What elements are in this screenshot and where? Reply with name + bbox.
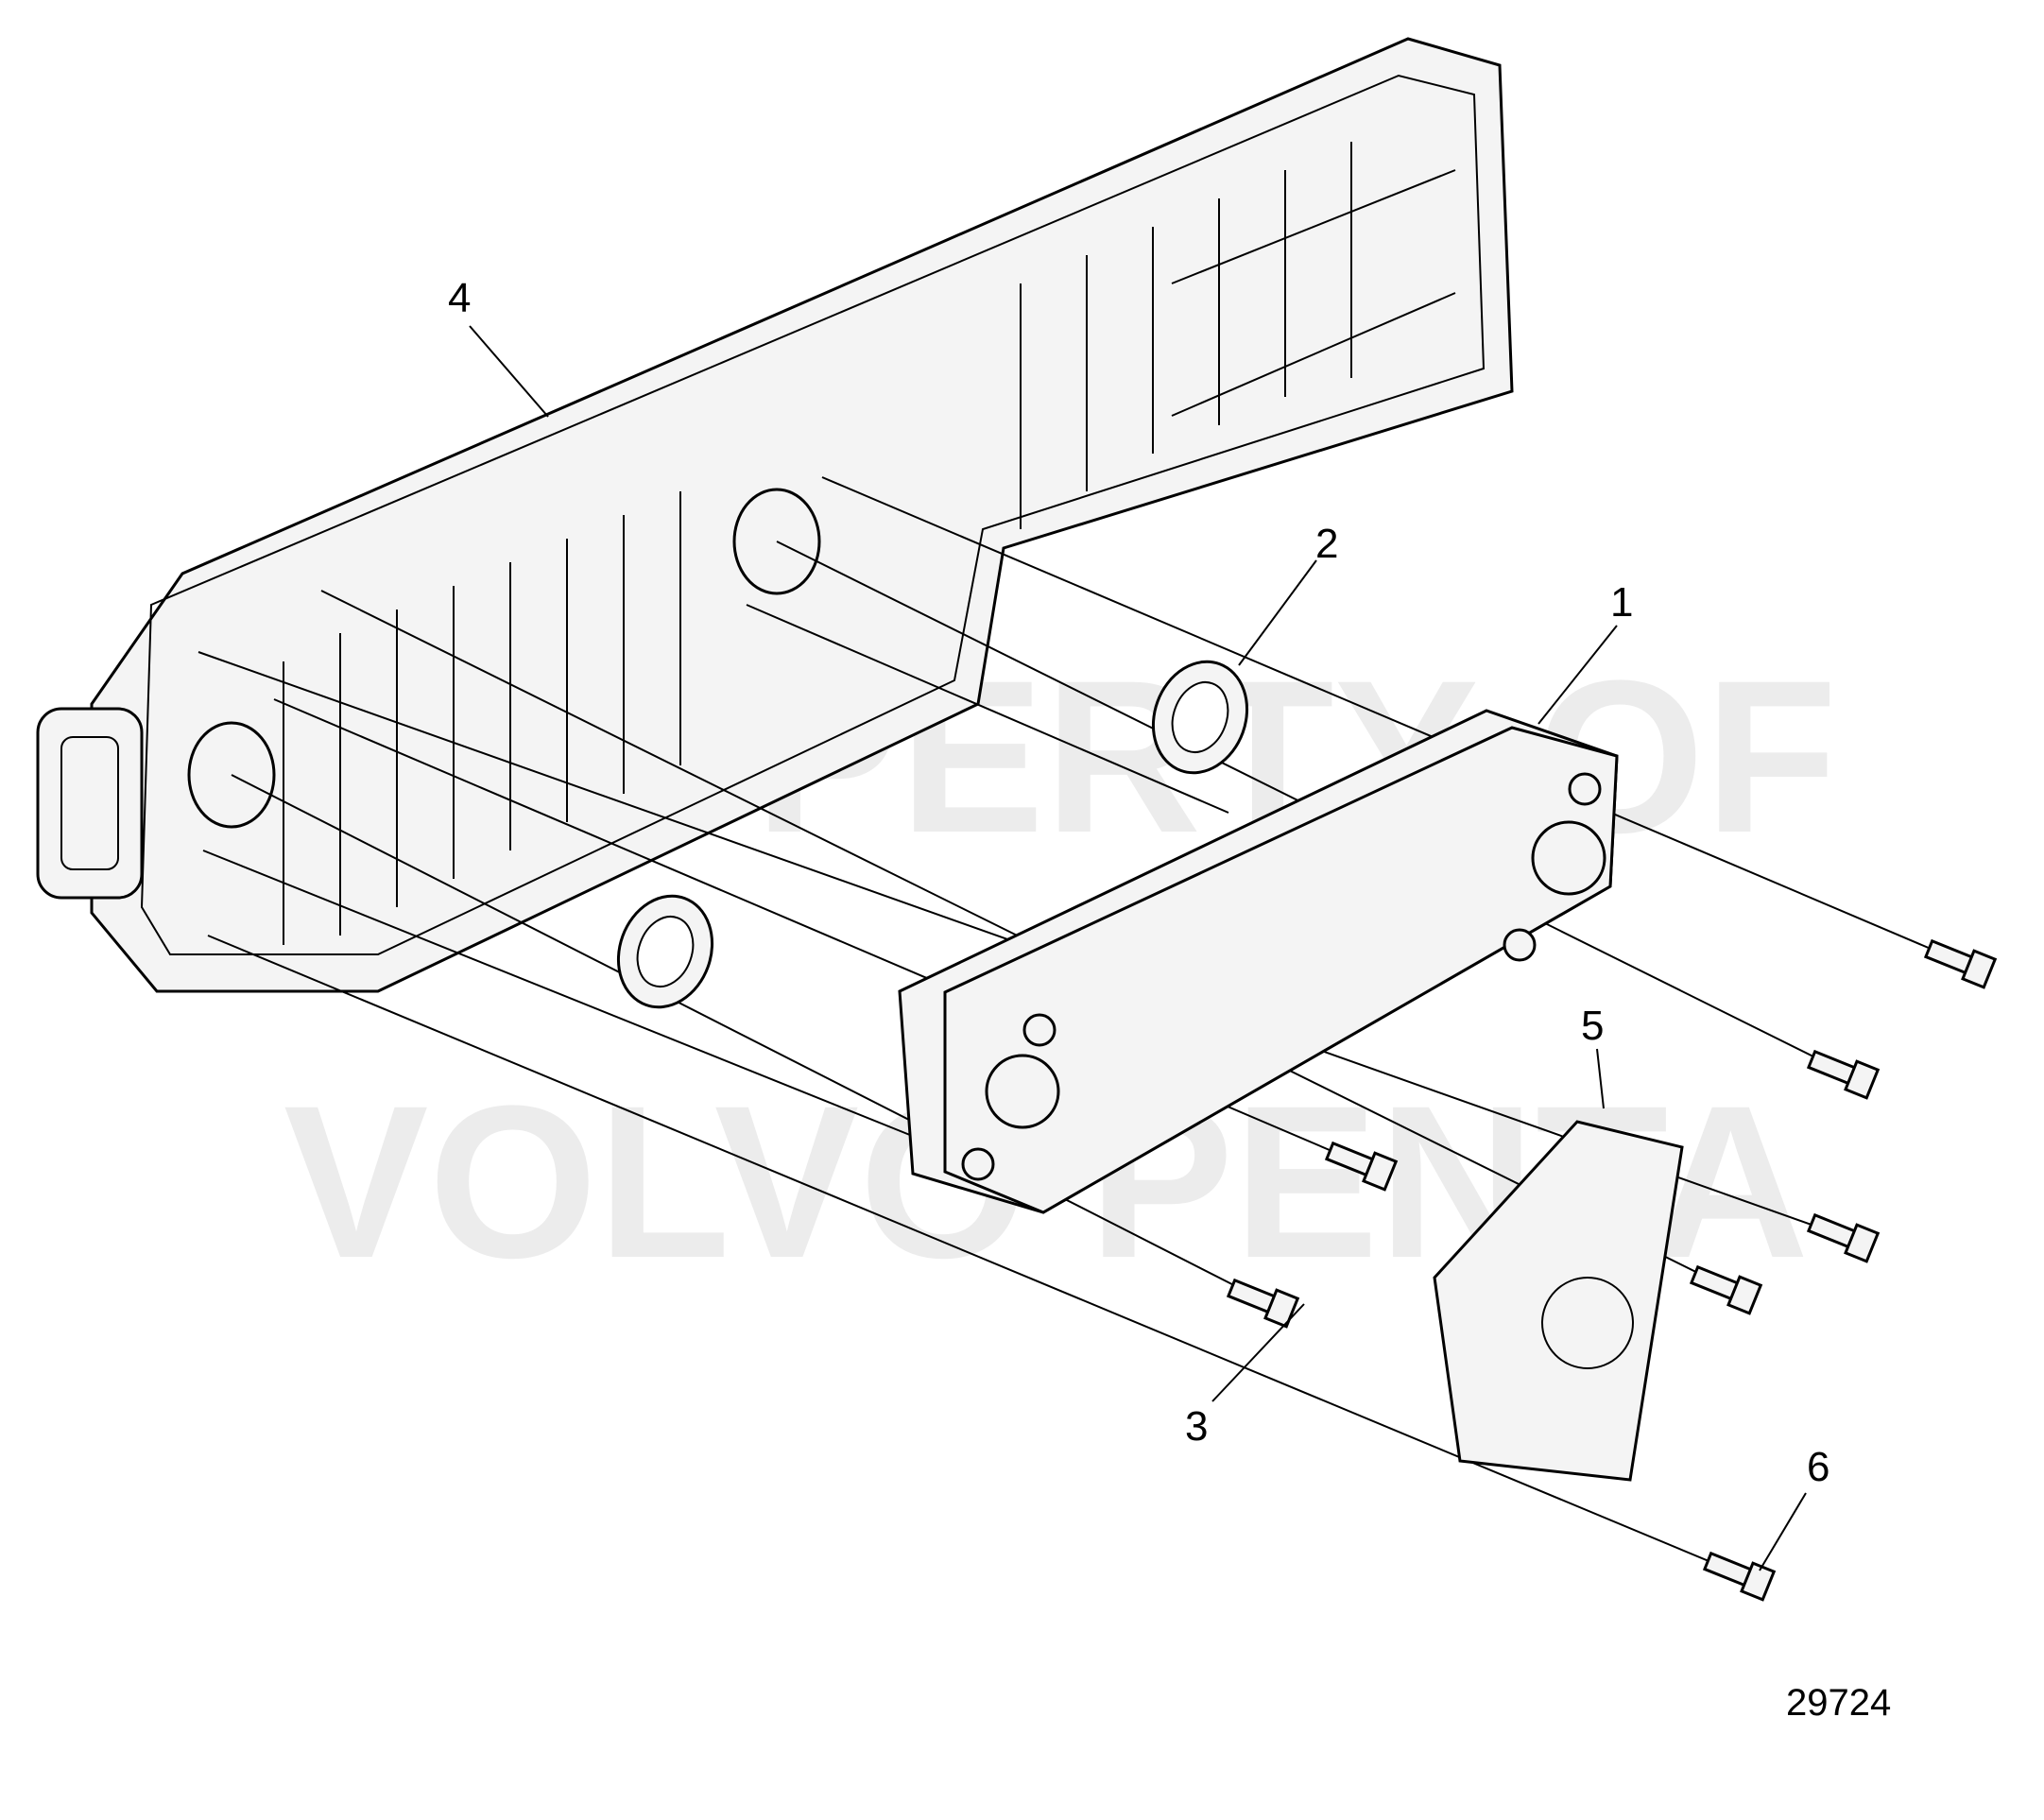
callout-4: 4	[448, 275, 471, 321]
bolt	[1689, 1264, 1763, 1315]
bolt	[1923, 938, 1998, 989]
oil-cooler	[898, 709, 1619, 1214]
shield	[1433, 1120, 1684, 1482]
gasket-upper	[1151, 660, 1249, 775]
callout-3: 3	[1185, 1403, 1208, 1450]
callout-6: 6	[1807, 1444, 1829, 1490]
bolt	[1806, 1212, 1881, 1263]
figure-number: 29724	[1786, 1682, 1891, 1724]
bolt	[1702, 1551, 1777, 1602]
bolt	[1324, 1141, 1399, 1192]
bolt	[1226, 1278, 1300, 1329]
callout-2: 2	[1315, 521, 1338, 567]
bolts	[1226, 938, 1998, 1602]
callout-1: 1	[1610, 579, 1633, 626]
callout-5: 5	[1581, 1003, 1604, 1049]
gasket-lower	[616, 894, 714, 1009]
bolt	[1806, 1049, 1881, 1100]
callout-leaders	[469, 325, 1807, 1571]
